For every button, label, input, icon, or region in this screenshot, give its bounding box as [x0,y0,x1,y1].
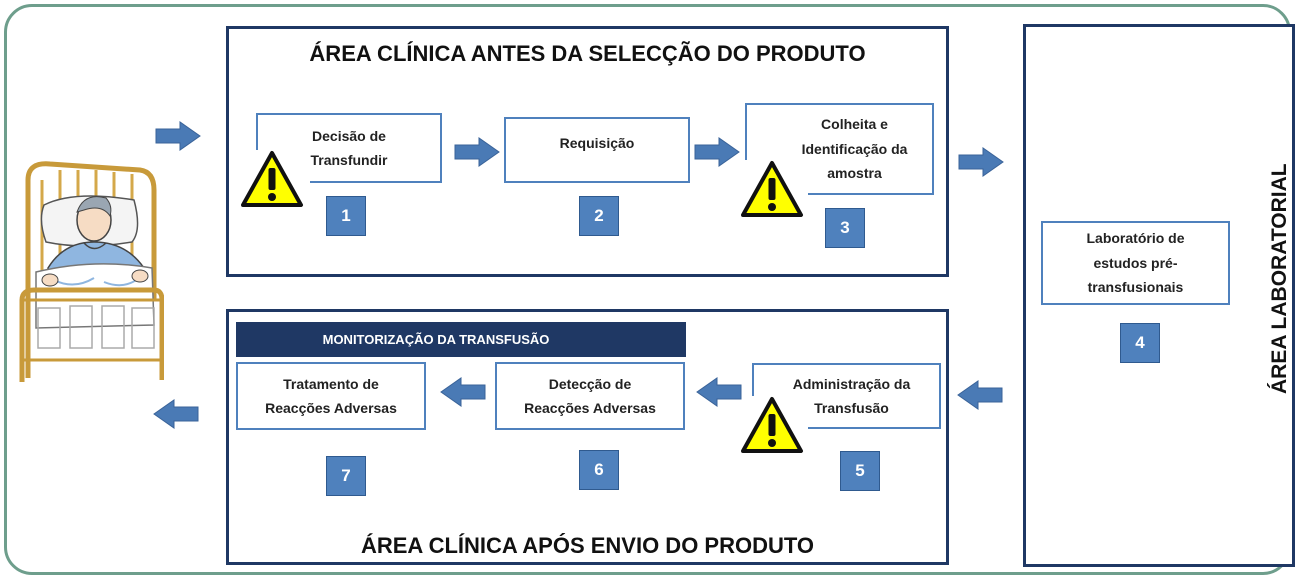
warning-triangle-icon [740,396,804,454]
step-lab-label: Laboratório de estudos pré- transfusiona… [1086,230,1185,296]
step-decision-label: Decisão de Transfundir [310,127,388,169]
step-number-badge: 5 [840,451,880,491]
step-request-box: Requisição [504,117,690,183]
step-lab-box: Laboratório de estudos pré- transfusiona… [1041,221,1230,305]
step-sample-box: Colheita e Identificação da amostra [745,103,934,195]
arrow-left-icon [440,377,486,407]
step-number-badge: 4 [1120,323,1160,363]
step-number-badge: 2 [579,196,619,236]
step-number-badge: 1 [326,196,366,236]
area-clinical-before-title: ÁREA CLÍNICA ANTES DA SELECÇÃO DO PRODUT… [309,41,866,66]
warning-triangle-icon [240,150,304,208]
monitoring-banner-label: MONITORIZAÇÃO DA TRANSFUSÃO [322,332,550,347]
arrow-right-icon [155,121,201,151]
arrow-left-icon [153,399,199,429]
arrow-right-icon [454,137,500,167]
arrow-right-icon [958,147,1004,177]
patient-bed-icon [19,161,164,382]
step-administration-label: Administração da Transfusão [792,375,911,417]
monitoring-banner: MONITORIZAÇÃO DA TRANSFUSÃO [236,322,686,357]
step-detection-box: Detecção de Reacções Adversas [495,362,685,430]
arrow-left-icon [957,380,1003,410]
area-laboratory-title: ÁREA LABORATORIAL [1268,163,1291,394]
step-treatment-box: Tratamento de Reacções Adversas [236,362,426,430]
step-sample-label: Colheita e Identificação da amostra [801,116,908,182]
step-treatment-label: Tratamento de Reacções Adversas [265,375,397,417]
arrow-left-icon [696,377,742,407]
step-number-badge: 6 [579,450,619,490]
step-number-badge: 3 [825,208,865,248]
area-clinical-after-title: ÁREA CLÍNICA APÓS ENVIO DO PRODUTO [360,533,815,558]
step-detection-label: Detecção de Reacções Adversas [524,375,656,417]
warning-triangle-icon [740,160,804,218]
step-number-badge: 7 [326,456,366,496]
step-request-label: Requisição [559,134,635,151]
arrow-right-icon [694,137,740,167]
